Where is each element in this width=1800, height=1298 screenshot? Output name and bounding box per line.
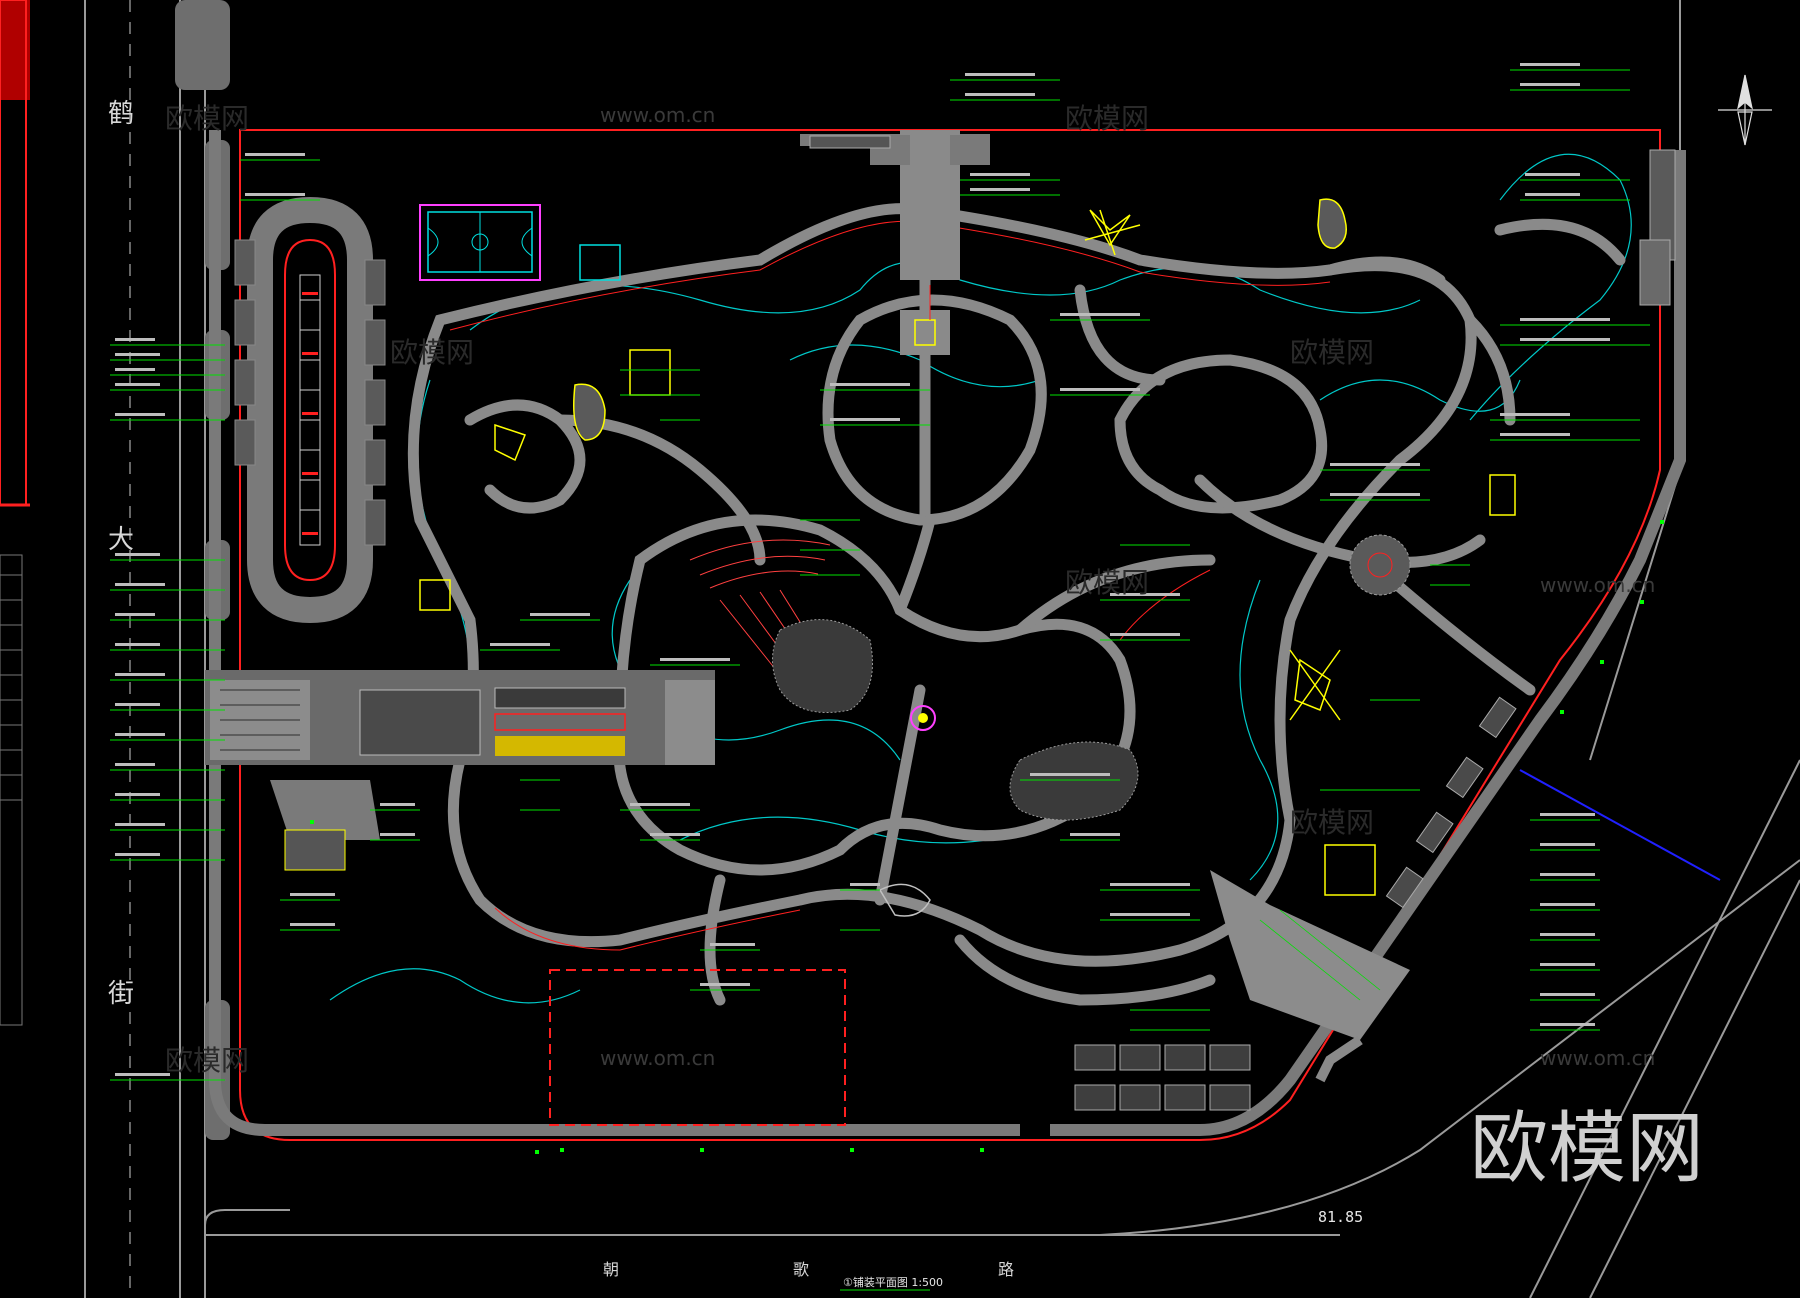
street-char: 歌 [793, 1260, 809, 1279]
watermark-large: 欧模网 [1470, 1104, 1704, 1194]
street-char: 大 [108, 525, 134, 555]
watermark-cn: 欧模网 [390, 336, 474, 369]
basketball-court [419, 204, 541, 281]
southeast-entrance [1210, 870, 1410, 1083]
drawing-title-text: ①铺装平面图 1:500 [843, 1276, 943, 1289]
street-char: 路 [998, 1260, 1014, 1279]
east-parking [1385, 696, 1517, 909]
annotation-label-marks [115, 63, 1610, 1076]
left-roads [84, 0, 206, 1298]
watermark-cn: 欧模网 [165, 102, 249, 135]
annotation-leaders [110, 69, 1664, 1154]
street-char: 朝 [603, 1260, 619, 1279]
street-name-left: 鹤 大 街 [108, 99, 134, 1009]
west-axis-plaza [205, 670, 715, 871]
street-char: 街 [108, 979, 134, 1009]
textured-mounds [772, 619, 1139, 821]
round-plaza [1349, 534, 1411, 596]
pavilions [419, 198, 1516, 917]
north-arrow-icon [1718, 74, 1772, 146]
north-entrance [809, 130, 990, 355]
south-parking [1074, 1044, 1251, 1111]
drawing-title: ①铺装平面图 1:500 [840, 1276, 943, 1291]
watermark-cn: 欧模网 [1290, 806, 1374, 839]
watermark-url: www.om.cn [1540, 1046, 1655, 1070]
watermark-url: www.om.cn [600, 103, 715, 127]
watermarks: www.om.cn www.om.cn www.om.cn www.om.cn … [165, 102, 1704, 1194]
left-red-strip [0, 0, 30, 1026]
central-feature [910, 705, 936, 731]
walkway-network [407, 203, 1626, 1006]
watermark-url: www.om.cn [1540, 573, 1655, 597]
watermark-cn: 欧模网 [1290, 336, 1374, 369]
watermark-cn: 欧模网 [165, 1044, 249, 1077]
street-char: 鹤 [108, 99, 134, 129]
street-name-bottom: 朝 歌 路 [603, 1260, 1014, 1279]
northeast-structures [1639, 149, 1676, 306]
bottom-road [204, 859, 1800, 1236]
elevation-label: 81.85 [1318, 1208, 1363, 1226]
left-curb-islands [175, 0, 230, 1140]
parking-oval [234, 196, 386, 624]
watermark-cn: 欧模网 [1065, 102, 1149, 135]
watermark-cn: 欧模网 [1065, 566, 1149, 599]
south-lawn-boundary [549, 969, 846, 1126]
watermark-url: www.om.cn [600, 1046, 715, 1070]
